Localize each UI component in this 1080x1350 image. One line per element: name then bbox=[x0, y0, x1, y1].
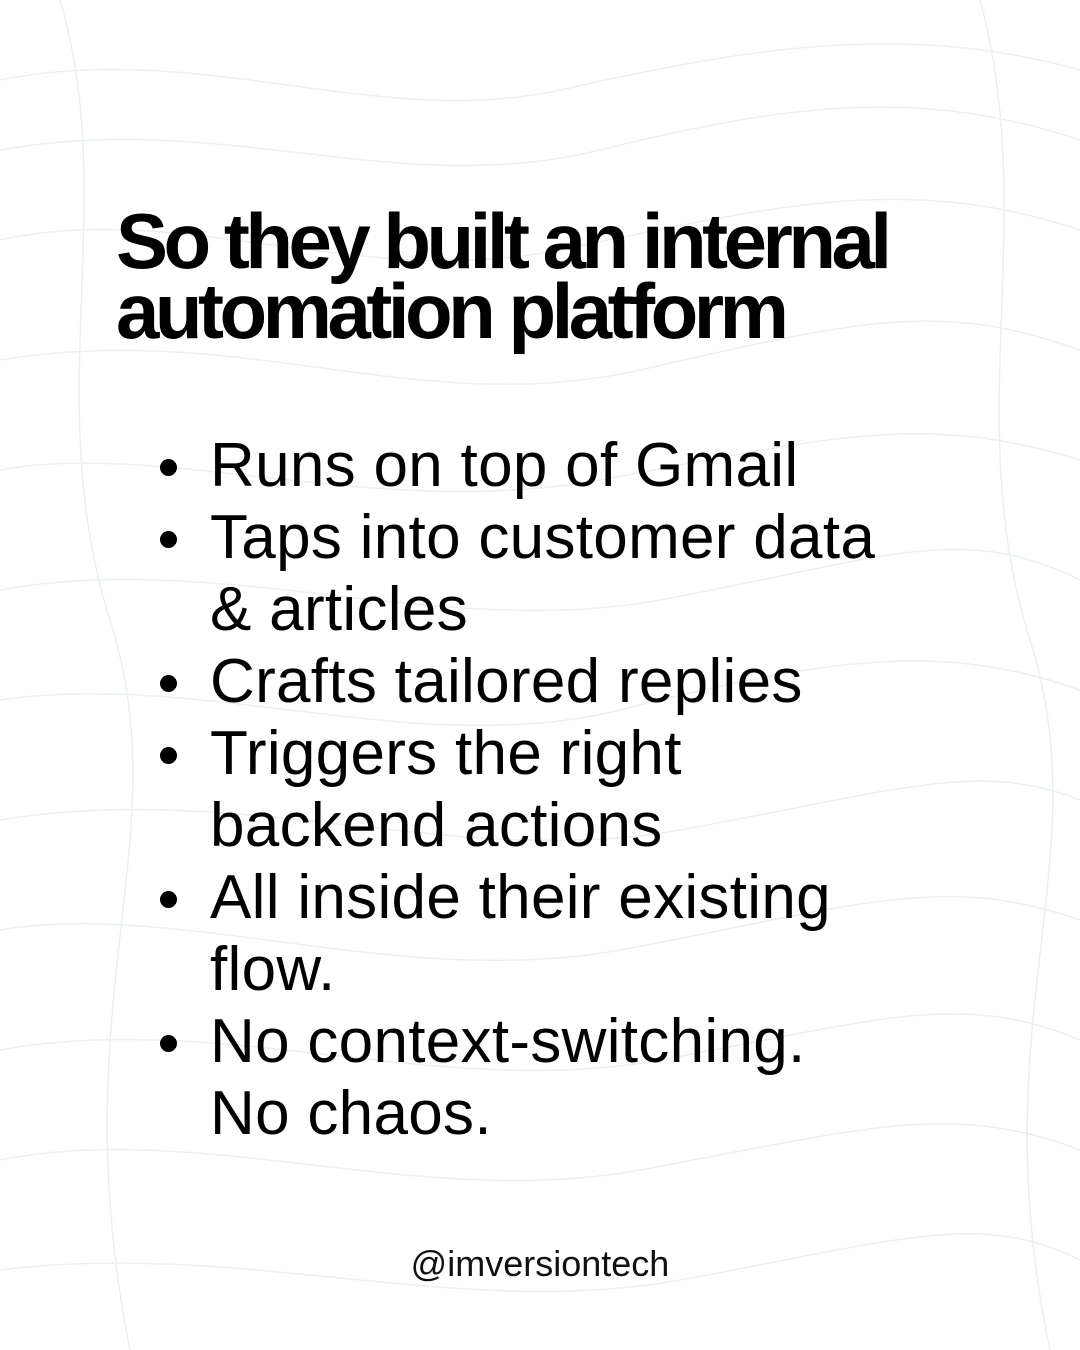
bullet-item: Taps into customer data & articles bbox=[154, 502, 1034, 646]
bullet-dot-icon bbox=[160, 747, 177, 764]
bullet-item: Runs on top of Gmail bbox=[154, 430, 1034, 502]
bullet-item: Crafts tailored replies bbox=[154, 646, 1034, 718]
bullet-text-continued: backend actions bbox=[210, 791, 663, 860]
headline-line-1: So they built an internal bbox=[116, 197, 892, 285]
bullet-item: All inside their existing flow. bbox=[154, 862, 1034, 1006]
bullet-dot-icon bbox=[160, 459, 177, 476]
bullet-text-continued: & articles bbox=[210, 575, 468, 644]
bullet-text: Taps into customer data bbox=[210, 503, 876, 572]
bullet-text-continued: No chaos. bbox=[210, 1079, 492, 1148]
bullet-item: Triggers the right backend actions bbox=[154, 718, 1034, 862]
bullet-dot-icon bbox=[160, 531, 177, 548]
social-handle: @imversiontech bbox=[410, 1243, 670, 1284]
headline-line-2: automation platform bbox=[116, 267, 789, 355]
bullet-text: All inside their existing bbox=[210, 863, 831, 932]
bullet-list: Runs on top of Gmail Taps into customer … bbox=[154, 430, 1034, 1150]
headline: So they built an internal automation pla… bbox=[116, 202, 1016, 350]
bullet-text: No context-switching. bbox=[210, 1007, 806, 1076]
bullet-dot-icon bbox=[160, 891, 177, 908]
bullet-text: Triggers the right bbox=[210, 719, 682, 788]
bullet-dot-icon bbox=[160, 675, 177, 692]
bullet-text: Runs on top of Gmail bbox=[210, 431, 799, 500]
bullet-item: No context-switching. No chaos. bbox=[154, 1006, 1034, 1150]
bullet-dot-icon bbox=[160, 1035, 177, 1052]
bullet-text-continued: flow. bbox=[210, 935, 336, 1004]
bullet-text: Crafts tailored replies bbox=[210, 647, 803, 716]
